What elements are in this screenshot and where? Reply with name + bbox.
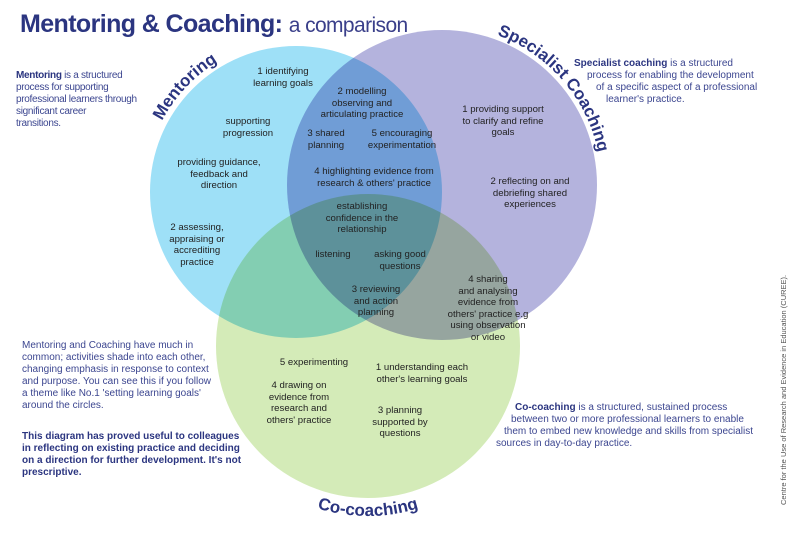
item-line: experiences bbox=[504, 199, 556, 210]
item-line: research and bbox=[270, 403, 327, 414]
item-line: 5 experimenting bbox=[279, 357, 349, 368]
item-line: supported by bbox=[372, 416, 428, 428]
item-line: 2 assessing, bbox=[170, 222, 224, 233]
page-title: Mentoring & Coaching: a comparison bbox=[20, 10, 408, 38]
item-line: and action bbox=[353, 295, 399, 307]
item-line: 3 shared bbox=[307, 128, 345, 139]
item-line: 4 highlighting evidence from bbox=[314, 166, 434, 177]
item-line: 4 sharing bbox=[468, 274, 508, 285]
item-line: goals bbox=[491, 127, 515, 138]
item-line: asking good bbox=[374, 249, 426, 260]
item-line: appraising or bbox=[169, 233, 225, 245]
item-line: 1 identifying bbox=[257, 66, 309, 77]
usefulness-note: This diagram has proved useful to collea… bbox=[22, 431, 242, 478]
item-line: 5 encouraging bbox=[371, 128, 433, 139]
item-line: 3 planning bbox=[377, 405, 423, 416]
item-line: 1 providing support bbox=[462, 104, 544, 115]
item-line: listening bbox=[315, 249, 351, 260]
item-line: and analysing bbox=[458, 285, 518, 297]
item-line: other's learning goals bbox=[376, 373, 468, 385]
credit-text: Centre for the Use of Research and Evide… bbox=[779, 274, 788, 505]
item-line: evidence from bbox=[457, 297, 519, 308]
item-line: 4 drawing on bbox=[271, 380, 327, 391]
item-line: confidence in the bbox=[325, 212, 399, 224]
item-line: or video bbox=[470, 331, 506, 343]
co-coaching-description: Co-coaching is a structured, sustained p… bbox=[496, 402, 754, 449]
co-coaching-circle bbox=[216, 194, 520, 498]
item-line: using observation bbox=[450, 320, 526, 331]
item-line: accrediting bbox=[173, 245, 221, 256]
item-line: questions bbox=[379, 260, 421, 272]
item-line: practice bbox=[180, 256, 214, 268]
item-line: relationship bbox=[337, 224, 387, 235]
item-line: supporting bbox=[225, 116, 271, 127]
diagram-item-c5: 5 experimenting bbox=[280, 357, 348, 369]
item-line: questions bbox=[379, 428, 421, 439]
item-line: observing and bbox=[331, 97, 393, 109]
item-line: others' practice bbox=[266, 414, 332, 426]
item-line: direction bbox=[200, 180, 238, 191]
item-line: evidence from bbox=[268, 391, 330, 403]
item-line: 1 understanding each bbox=[375, 362, 469, 373]
diagram-item-all-listen: listening bbox=[315, 249, 350, 261]
item-line: experimentation bbox=[367, 139, 437, 151]
item-line: planning bbox=[357, 307, 395, 318]
item-line: feedback and bbox=[190, 168, 248, 180]
item-line: 2 modelling bbox=[337, 86, 387, 97]
item-line: 2 reflecting on and bbox=[490, 176, 570, 187]
item-line: progression bbox=[222, 127, 274, 139]
item-line: learning goals bbox=[253, 77, 313, 89]
item-line: research & others' practice bbox=[317, 177, 431, 189]
item-line: debriefing shared bbox=[492, 187, 568, 199]
item-line: articulating practice bbox=[320, 109, 404, 120]
item-line: providing guidance, bbox=[177, 157, 261, 168]
item-line: others' practice e.g bbox=[447, 308, 529, 320]
item-line: planning bbox=[307, 139, 345, 151]
item-line: establishing bbox=[336, 201, 388, 212]
item-line: 3 reviewing bbox=[351, 284, 401, 295]
item-line: to clarify and refine bbox=[462, 115, 544, 127]
